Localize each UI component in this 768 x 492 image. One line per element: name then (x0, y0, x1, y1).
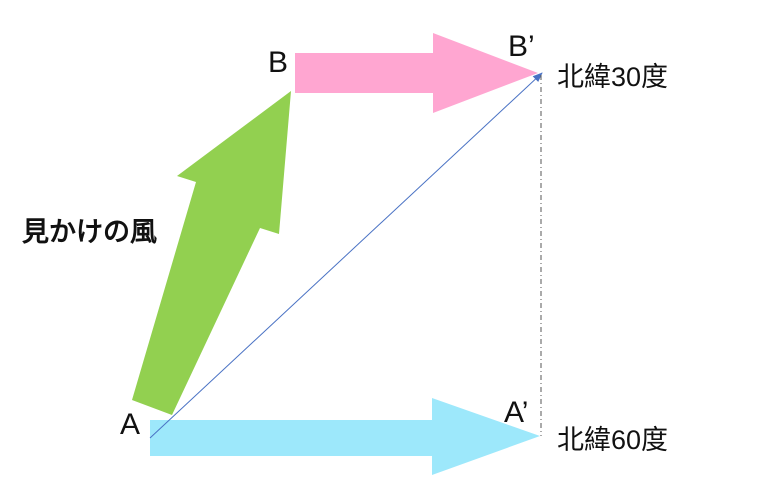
point-a-prime-label: A’ (504, 396, 528, 429)
upper-transport-arrow (295, 33, 538, 113)
point-b-prime-label: B’ (508, 30, 535, 63)
point-a-label: A (120, 408, 140, 441)
apparent-wind-label: 見かけの風 (22, 217, 157, 247)
latitude-60-label: 北緯60度 (557, 425, 668, 455)
true-path-line (149, 72, 543, 439)
point-b-label: B (268, 46, 288, 79)
latitude-30-label: 北緯30度 (557, 62, 668, 92)
lower-transport-arrow (150, 398, 540, 475)
apparent-wind-arrow (132, 91, 291, 415)
